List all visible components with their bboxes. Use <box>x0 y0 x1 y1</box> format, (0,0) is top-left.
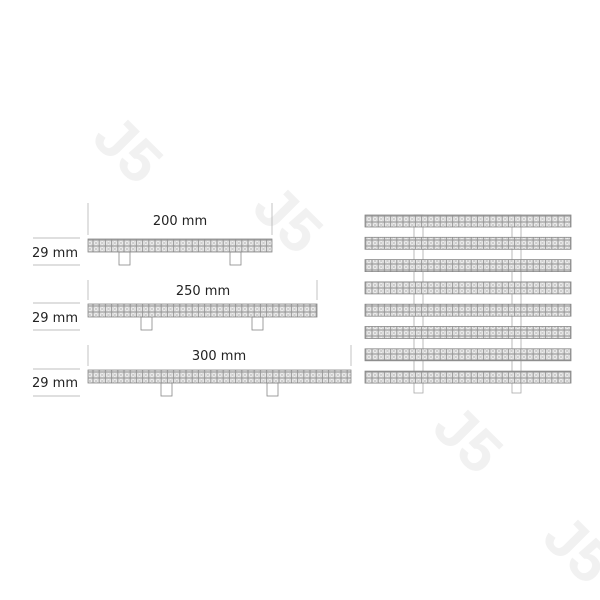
length-label-200: 200 mm <box>153 214 207 229</box>
handle-leg <box>251 316 264 331</box>
stacked-handle-bar <box>364 236 572 250</box>
handle-size-views <box>33 203 352 397</box>
height-label-300: 29 mm <box>32 376 78 391</box>
svg-text:J5: J5 <box>531 502 600 597</box>
svg-text:J5: J5 <box>421 392 516 487</box>
handle-leg <box>229 251 242 266</box>
stacked-handle-bar <box>364 326 572 339</box>
handle-leg <box>266 382 279 397</box>
stacked-handle-bar <box>364 281 572 295</box>
handle-bar <box>87 303 318 318</box>
stacked-handle-bar <box>364 370 572 384</box>
stacked-handle-bar <box>364 303 572 317</box>
handle-leg <box>118 251 131 266</box>
stacked-handle-bar <box>364 214 572 228</box>
length-label-250: 250 mm <box>176 284 230 299</box>
stacked-handle-bar <box>364 259 572 273</box>
handle-bar <box>87 369 352 384</box>
length-label-300: 300 mm <box>192 349 246 364</box>
stacked-handle-bar <box>364 348 572 362</box>
height-label-200: 29 mm <box>32 246 78 261</box>
handle-leg <box>140 316 153 331</box>
svg-text:J5: J5 <box>81 102 176 197</box>
stacked-handles-view <box>364 214 572 394</box>
handle-bar <box>87 238 273 253</box>
height-label-250: 29 mm <box>32 311 78 326</box>
handle-leg <box>160 382 173 397</box>
